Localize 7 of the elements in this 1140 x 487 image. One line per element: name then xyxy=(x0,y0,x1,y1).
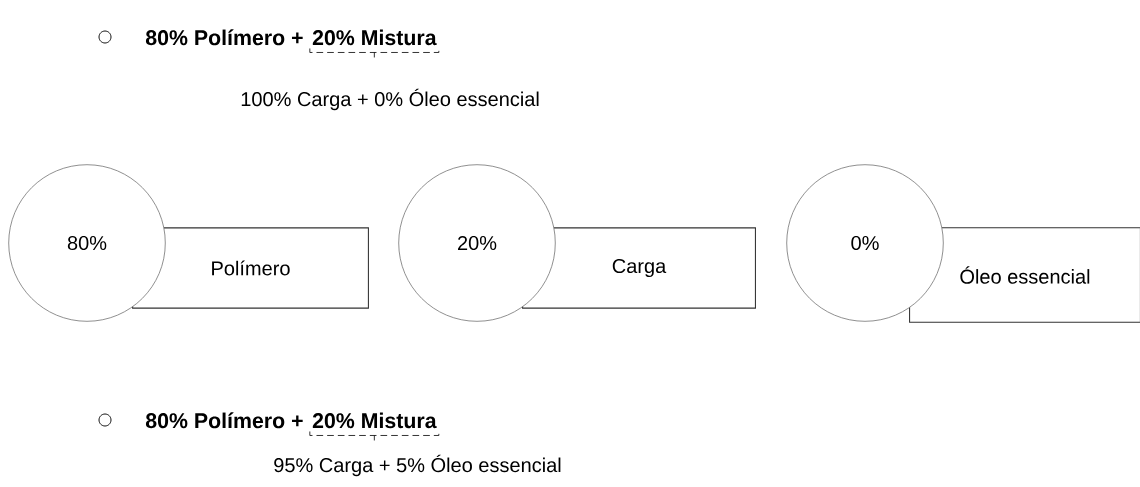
mixture-text: 95% Carga + 5% Óleo essencial xyxy=(274,454,561,477)
heading-text: 20% Mistura xyxy=(312,29,437,46)
heading-text: 20% Mistura xyxy=(312,412,437,429)
heading-text: 80% Polímero + xyxy=(145,29,303,46)
label-box: Óleo essencial xyxy=(909,227,1140,323)
mixture-text: 100% Carga + 0% Óleo essencial xyxy=(241,88,539,111)
heading-text: 80% Polímero + xyxy=(145,412,303,429)
